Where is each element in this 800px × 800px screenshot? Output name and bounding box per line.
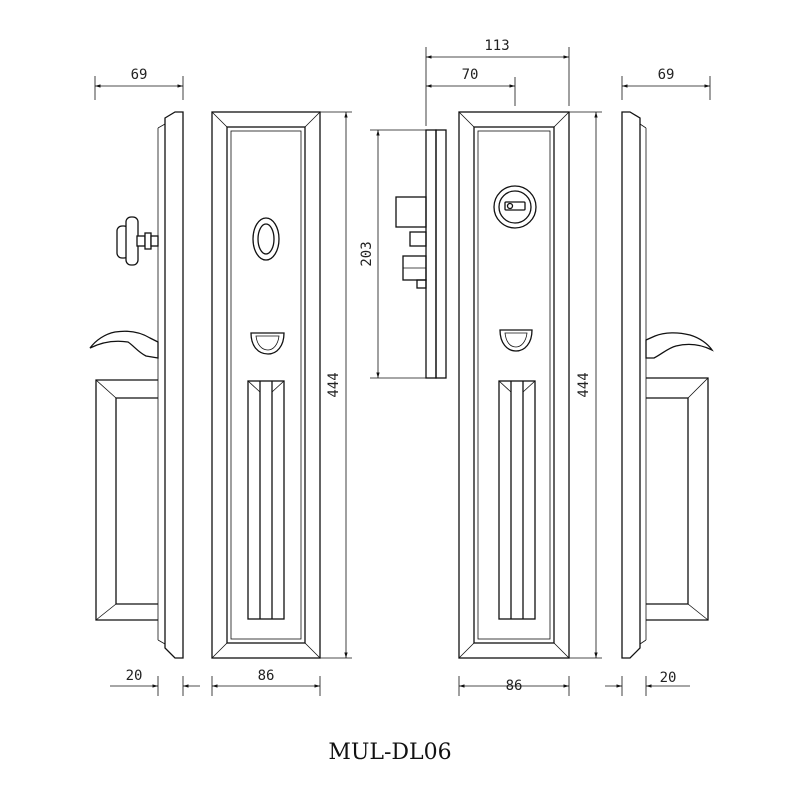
right-front-view: [458, 111, 570, 659]
dim-left-side-depth: 20: [126, 668, 143, 684]
thumb-turn-knob: [116, 216, 159, 266]
left-front-view: [211, 111, 321, 659]
lever-handle: [89, 330, 159, 359]
dim-front-right-width: 86: [506, 678, 523, 694]
dim-mortise-backset: 70: [462, 67, 479, 83]
dim-right-side-depth: 20: [660, 670, 677, 686]
dim-front-left-width: 86: [258, 668, 275, 684]
dimension-lines: [94, 47, 711, 696]
dim-front-right-height: 444: [576, 372, 592, 397]
dim-front-left-height: 444: [326, 372, 342, 397]
model-caption: MUL-DL06: [328, 740, 451, 765]
mortise-view: [395, 129, 447, 379]
dim-mortise-width: 113: [484, 38, 509, 54]
left-side-view: [89, 111, 184, 659]
dim-mortise-height: 203: [359, 241, 375, 266]
grip-handle: [95, 379, 158, 621]
lever-handle: [645, 332, 714, 359]
dim-right-side-width: 69: [658, 67, 675, 83]
right-side-view: [621, 111, 714, 659]
dim-left-side-width: 69: [131, 67, 148, 83]
